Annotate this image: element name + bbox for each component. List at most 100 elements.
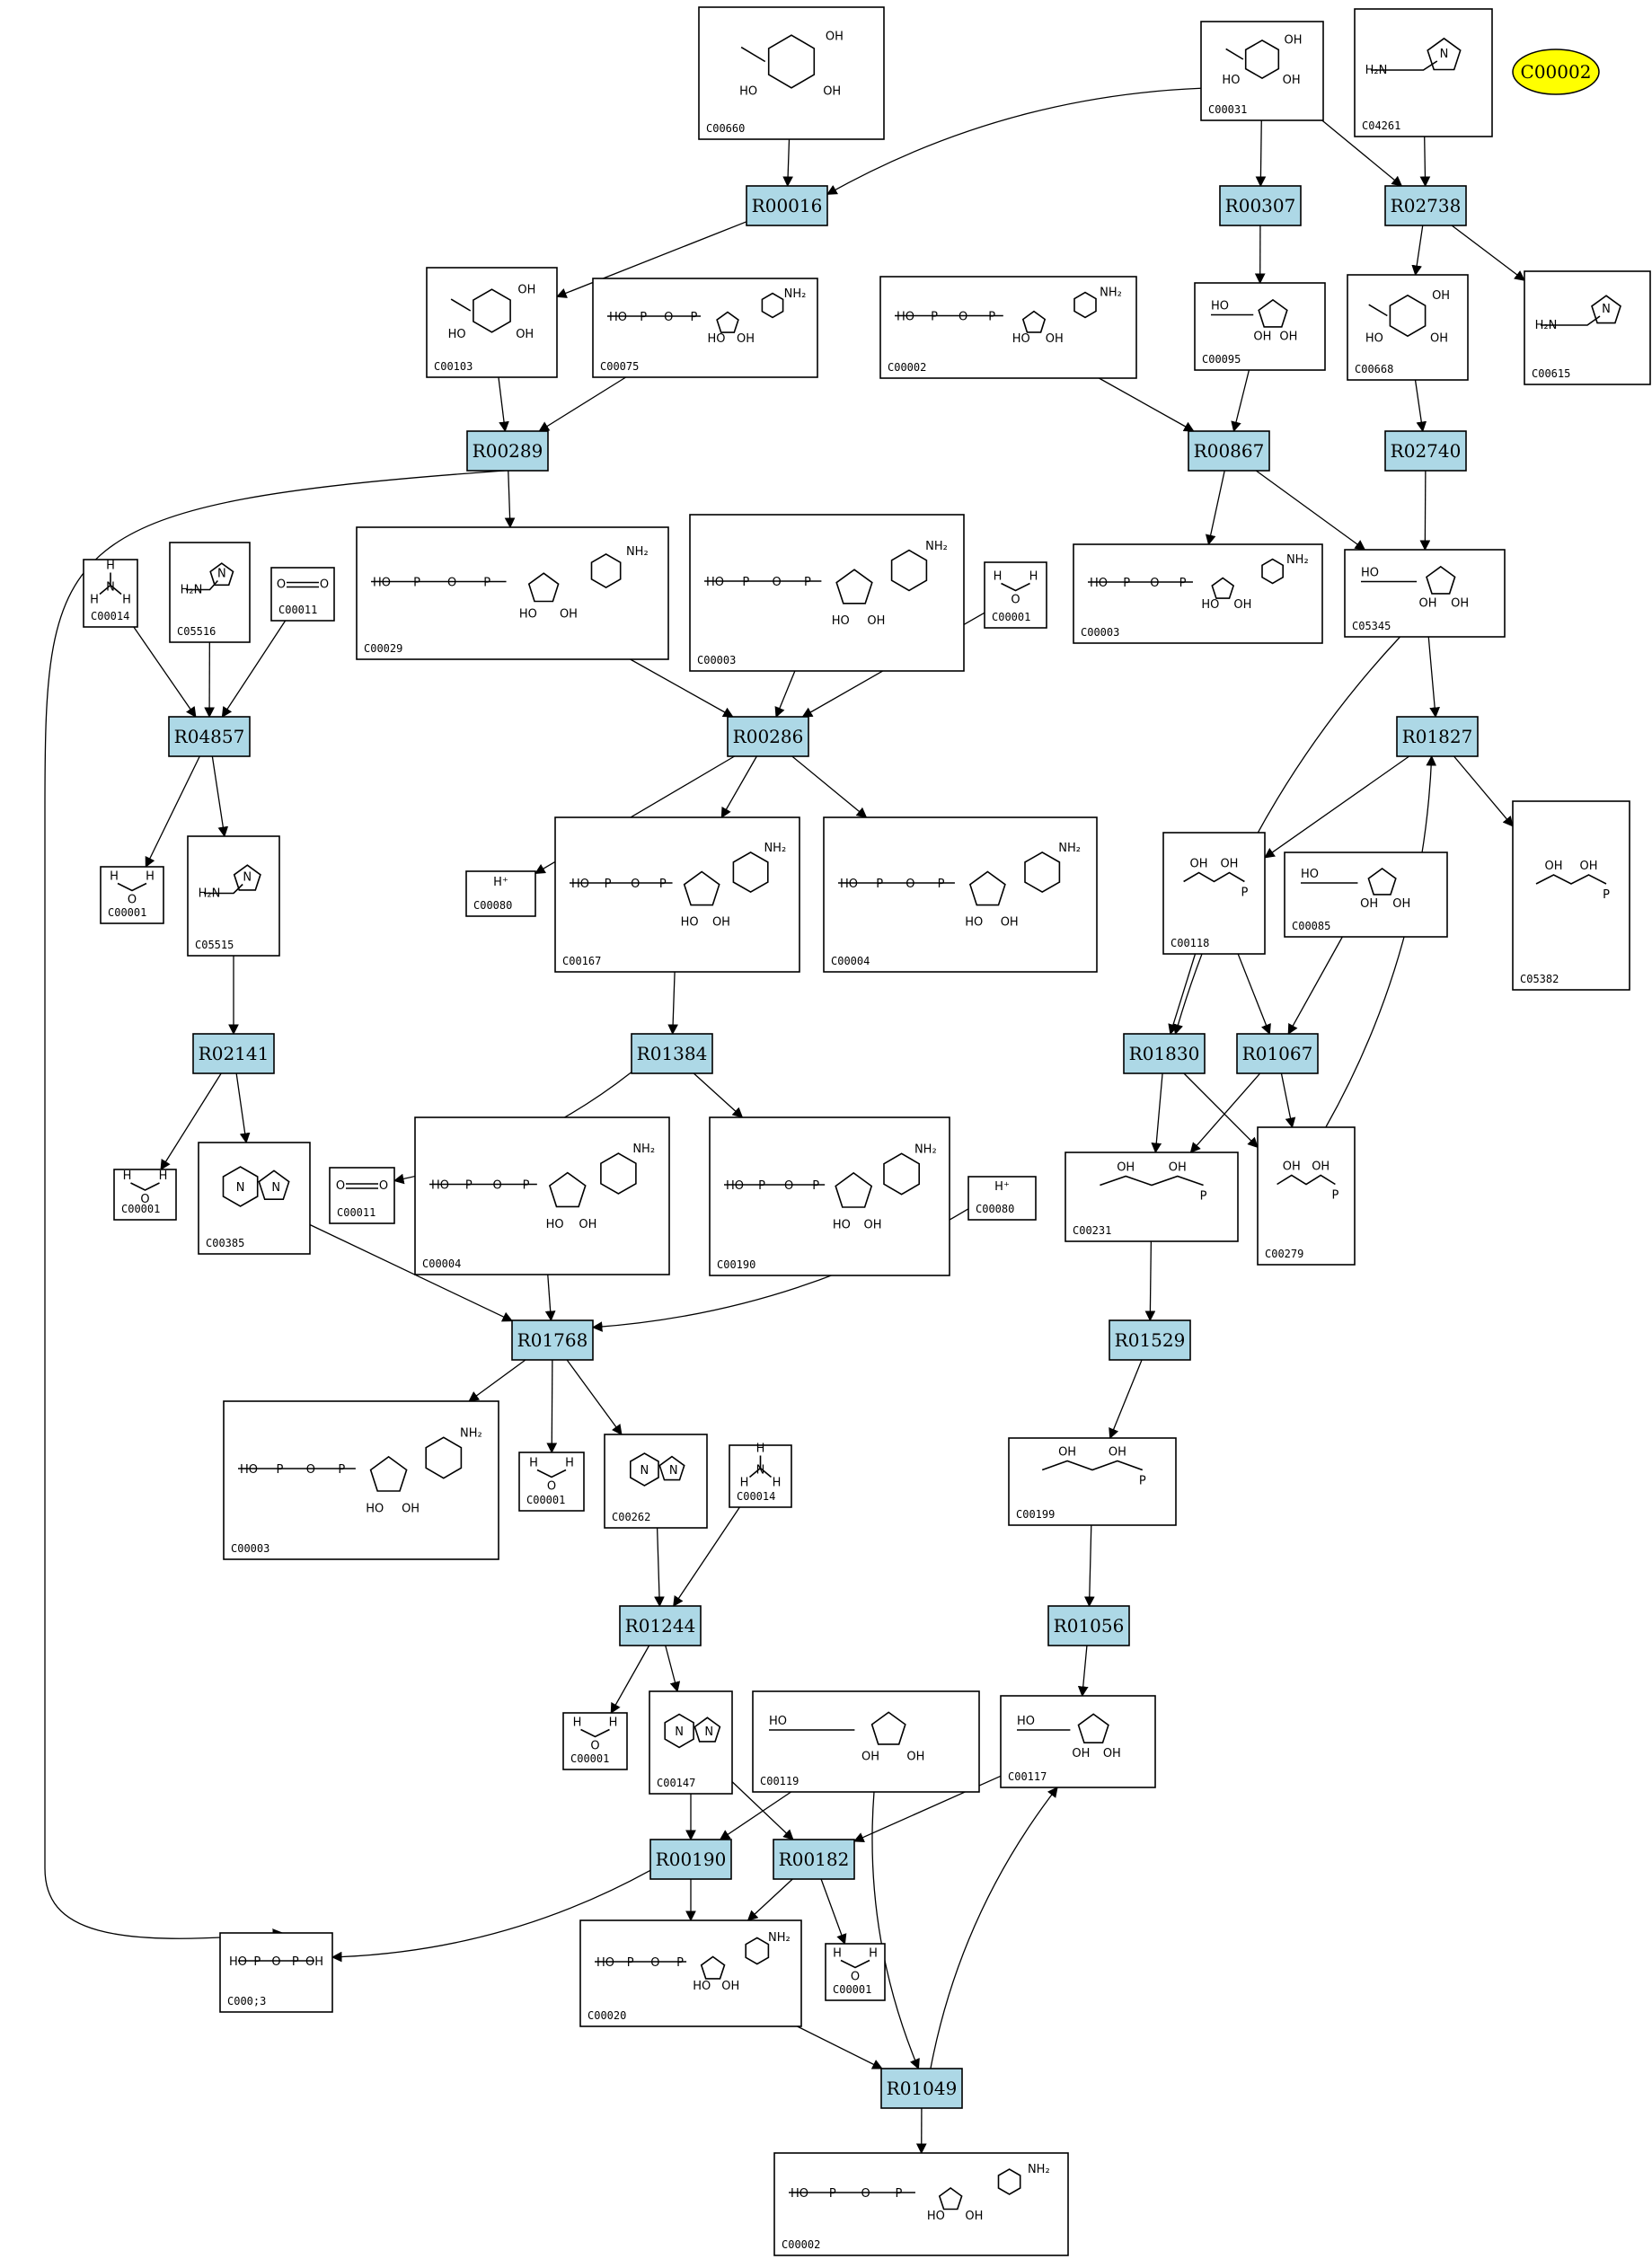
atom-label: HO [726,1179,744,1193]
reaction-label: R01830 [1129,1043,1200,1064]
reaction-edge [667,971,678,1036]
atom-label: OH [721,1980,739,1993]
bond [1277,1174,1336,1186]
reaction-r01244[interactable]: R01244 [619,1605,702,1646]
reaction-r02740[interactable]: R02740 [1384,430,1467,472]
reaction-r00307[interactable]: R00307 [1219,185,1302,226]
compound-box [604,1434,708,1529]
atom-label: OH [1392,897,1410,911]
reaction-r01067[interactable]: R01067 [1236,1033,1319,1074]
reaction-r00182[interactable]: R00182 [773,1839,855,1880]
highlight-compound[interactable]: C00002 [1512,49,1600,95]
ring-shape [761,292,784,319]
compound-label: C00075 [600,360,639,373]
reaction-r01529[interactable]: R01529 [1109,1319,1191,1361]
reaction-edge [1183,1072,1259,1149]
reaction-r01830[interactable]: R01830 [1123,1033,1206,1074]
reaction-r01049[interactable]: R01049 [880,2068,963,2109]
reaction-r00289[interactable]: R00289 [466,430,549,472]
atom-label: OH [1419,597,1437,611]
bond [1001,582,1030,592]
atom-label: OH [826,31,844,44]
reaction-r02141[interactable]: R02141 [192,1033,275,1074]
compound-c00080[interactable]: H⁺C00080 [967,1176,1037,1221]
reaction-r02738[interactable]: R02738 [1384,185,1467,226]
atom-label: HO [693,1980,711,1993]
ring-shape [1021,310,1047,333]
atom-label: HO [240,1463,258,1477]
reaction-r01384[interactable]: R01384 [631,1033,713,1074]
reaction-r01827[interactable]: R01827 [1396,716,1479,757]
compound-label: C00003 [231,1542,269,1555]
ring-shape [1427,37,1462,71]
atom-label: O [277,578,286,592]
reaction-r01056[interactable]: R01056 [1047,1605,1130,1646]
compound-label: C00615 [1532,367,1570,380]
reaction-r00286[interactable]: R00286 [727,716,809,757]
atom-label: N [1440,48,1449,61]
atom-label: H [1029,570,1038,584]
reaction-box [168,716,251,757]
compound-c00080[interactable]: H⁺C00080 [465,870,536,917]
atom-label: O [271,1955,280,1969]
atom-label: N [1602,303,1611,316]
structure-drawing: H⁺ [994,1180,1010,1194]
reaction-edge [797,2025,883,2069]
reaction-r04857[interactable]: R04857 [168,716,251,757]
reaction-r00867[interactable]: R00867 [1188,430,1270,472]
compound-box [984,561,1047,629]
reaction-r01768[interactable]: R01768 [511,1319,594,1361]
atom-label: OH [516,328,534,341]
reaction-r00016[interactable]: R00016 [746,185,828,226]
reaction-r00190[interactable]: R00190 [649,1839,732,1880]
reaction-label: R01384 [637,1043,708,1064]
ring-shape [233,864,261,891]
